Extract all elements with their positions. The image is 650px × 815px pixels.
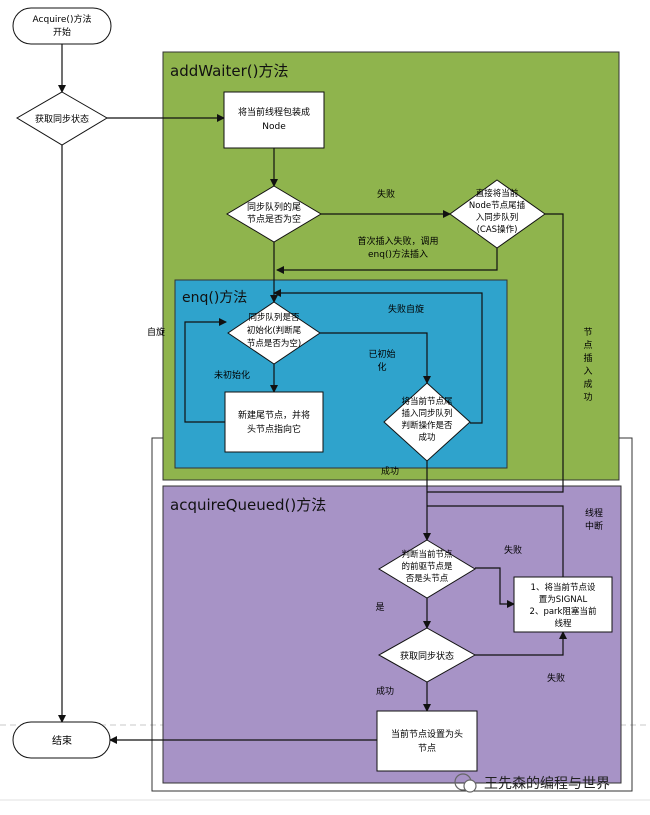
edge-label-thread-interrupt: 线程: [585, 507, 603, 519]
process-new-head: [224, 391, 324, 453]
decision-tail-empty: [226, 185, 322, 243]
process-signal-park-label: 2、park阻塞当前: [530, 606, 597, 617]
decision-direct-insert-label: Node节点尾插: [469, 200, 526, 211]
watermark: 王先森的编程与世界: [454, 773, 610, 793]
process-signal-park: [513, 576, 613, 633]
connector: [427, 213, 564, 493]
edge-label-spin: 自旋: [147, 326, 165, 338]
process-signal-park-label: 线程: [554, 618, 572, 629]
watermark-text: 王先森的编程与世界: [484, 776, 610, 792]
connector: [475, 567, 515, 608]
edge-label-initialized: 已初始: [368, 348, 395, 360]
decision-pred-is-head: [378, 539, 476, 599]
region-acquirequeued-title: acquireQueued()方法: [170, 496, 326, 514]
edge-label-fail: 失败: [547, 672, 565, 684]
decision-tail-empty-label: 节点是否为空: [247, 213, 301, 225]
decision-direct-insert-label: 入同步队列: [476, 212, 519, 223]
edge-label-initialized: 化: [377, 361, 386, 373]
process-wrap-node-label: Node: [262, 122, 286, 132]
decision-queue-init-label: 初始化(判断尾: [247, 325, 302, 336]
edge-label-fail: 失败: [377, 188, 395, 200]
decision-tail-insert-label: 成功: [418, 432, 435, 443]
end-terminal-label: 结束: [52, 734, 72, 747]
connector: [475, 631, 567, 656]
decision-pred-is-head-label: 判断当前节点: [401, 549, 453, 560]
process-signal-park-label: 置为SIGNAL: [539, 594, 588, 605]
decision-direct-insert-label: 直接将当前: [476, 188, 519, 199]
decision-get-state-2-label: 获取同步状态: [400, 650, 454, 662]
connector: [427, 505, 564, 577]
connector: [273, 289, 483, 424]
wechat-icon-bubble: [463, 779, 477, 793]
edge-label-spin-fail: 失败自旋: [388, 303, 424, 315]
edge-label-char: 节: [583, 327, 592, 338]
process-wrap-node: [223, 91, 325, 149]
process-set-head-label: 节点: [418, 743, 436, 754]
edge-label-enq-note: 首次插入失败，调用: [357, 235, 438, 247]
edge-label-char: 入: [583, 366, 592, 377]
decision-tail-empty-label: 同步队列的尾: [247, 201, 301, 213]
connector: [184, 318, 227, 423]
decision-pred-is-head-label: 的前驱节点是: [401, 561, 453, 572]
edge-label-fail: 失败: [504, 544, 522, 556]
decision-get-state: [16, 91, 108, 146]
edge-label-char: 插: [583, 352, 592, 364]
decision-direct-insert: [449, 179, 546, 249]
edge-label-yes: 是: [375, 602, 384, 613]
connector: [320, 332, 431, 384]
decision-tail-insert: [383, 382, 471, 462]
edge-label-not-initialized: 未初始化: [214, 369, 250, 381]
edge-label-success: 成功: [376, 685, 394, 697]
decision-tail-insert-label: 插入同步队列: [401, 408, 452, 419]
decision-queue-init: [227, 301, 321, 365]
process-new-head-label: 头节点指向它: [247, 423, 301, 435]
start-terminal-label: 开始: [53, 26, 71, 38]
edge-label-char: 成: [583, 378, 592, 390]
decision-tail-insert-label: 判断操作是否: [401, 420, 453, 431]
decision-queue-init-label: 同步队列是否: [248, 312, 300, 323]
edge-label-char: 点: [583, 340, 592, 351]
edge-label-node-insert-ok: 节 点 插 入 成 功: [583, 327, 592, 403]
decision-get-state-label: 获取同步状态: [35, 113, 89, 125]
edge-label-char: 功: [583, 392, 592, 403]
edge-label-enq-note: enq()方法插入: [368, 248, 428, 260]
edge-label-success: 成功: [381, 465, 399, 477]
region-addwaiter-title: addWaiter()方法: [170, 62, 288, 80]
region-enq-title: enq()方法: [182, 290, 247, 306]
edge-label-thread-interrupt: 中断: [585, 520, 603, 532]
process-set-head-label: 当前节点设置为头: [391, 728, 463, 740]
end-terminal: [12, 721, 111, 759]
decision-direct-insert-label: (CAS操作): [477, 224, 518, 235]
start-terminal-label: Acquire()方法: [33, 13, 92, 25]
decision-get-state-2: [377, 627, 477, 683]
process-wrap-node-label: 将当前线程包装成: [238, 106, 310, 118]
decision-queue-init-label: 节点是否为空): [247, 338, 301, 349]
decision-tail-insert-label: 将当前节点尾: [401, 396, 453, 407]
process-new-head-label: 新建尾节点，并将: [238, 409, 310, 421]
decision-pred-is-head-label: 否是头节点: [406, 573, 449, 584]
start-terminal: [12, 7, 112, 45]
process-signal-park-label: 1、将当前节点设: [531, 582, 596, 593]
connector: [276, 247, 498, 274]
process-set-head: [376, 710, 478, 772]
